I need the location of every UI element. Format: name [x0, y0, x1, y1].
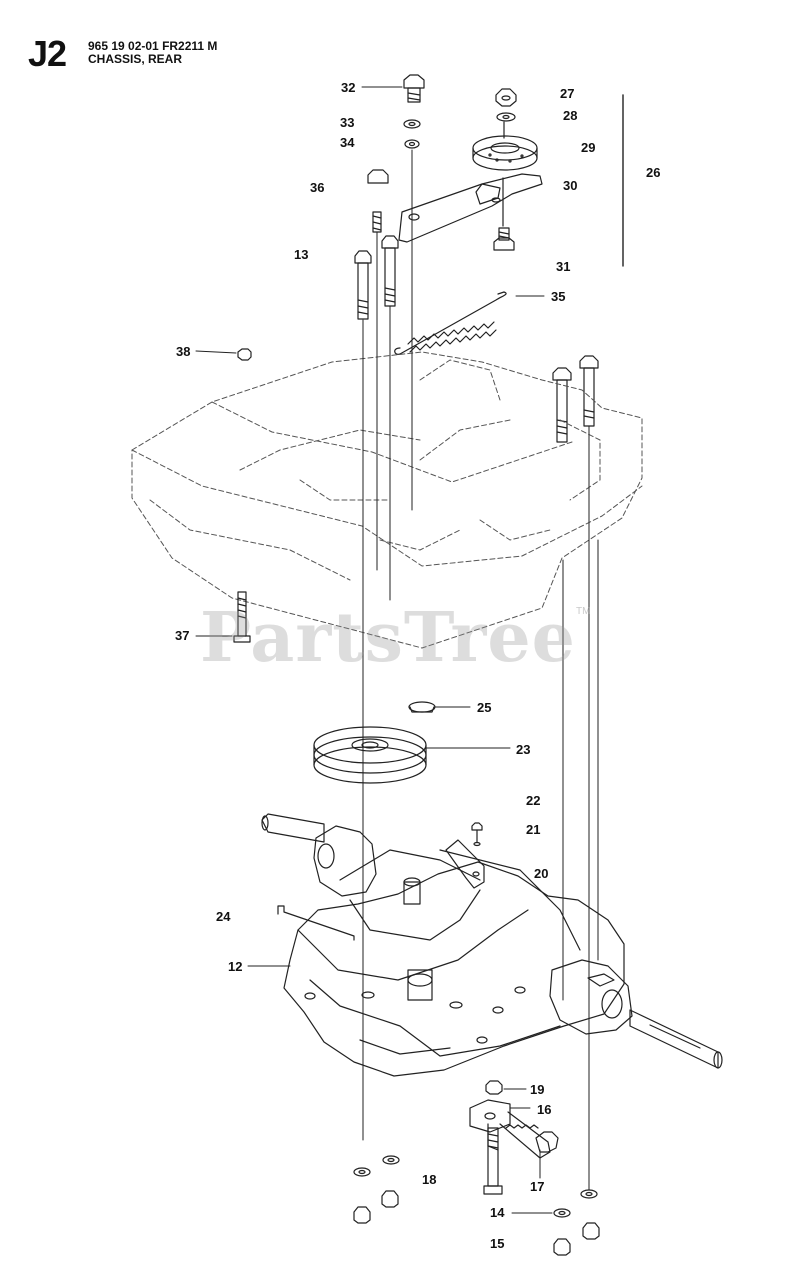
callout-15: 15 — [490, 1236, 505, 1251]
callout-35: 35 — [551, 289, 566, 304]
callout-21: 21 — [526, 822, 541, 837]
spring-35 — [394, 291, 507, 355]
bolt-36 — [367, 169, 389, 233]
callout-30: 30 — [563, 178, 578, 193]
part-24 — [277, 905, 355, 941]
callout-17: 17 — [530, 1179, 545, 1194]
callout-27: 27 — [560, 86, 575, 101]
alignment-lines — [362, 149, 599, 1191]
bolt-vertical-lower — [483, 1127, 503, 1195]
callout-25: 25 — [477, 700, 492, 715]
callout-28: 28 — [563, 108, 578, 123]
parts-16-17-19 — [469, 1080, 559, 1159]
callout-38: 38 — [176, 344, 191, 359]
callout-12: 12 — [228, 959, 243, 974]
watermark: PartsTree — [200, 598, 576, 678]
watermark-trademark: TM — [576, 606, 591, 617]
rear-chassis-frame — [131, 351, 643, 649]
nut-38 — [237, 348, 252, 361]
callout-37: 37 — [175, 628, 190, 643]
bolt-37 — [233, 591, 251, 643]
callout-34: 34 — [340, 135, 355, 150]
callout-36: 36 — [310, 180, 325, 195]
callout-32: 32 — [341, 80, 356, 95]
diagram-code: J2 — [28, 33, 67, 74]
callout-31: 31 — [556, 259, 571, 274]
callout-29: 29 — [581, 140, 596, 155]
callout-19: 19 — [530, 1082, 545, 1097]
callout-26: 26 — [646, 165, 661, 180]
callout-16: 16 — [537, 1102, 552, 1117]
diagram-title: CHASSIS, REAR — [88, 52, 183, 66]
idler-arm-assembly — [398, 74, 543, 251]
callout-33: 33 — [340, 115, 355, 130]
clip-25 — [408, 701, 436, 713]
diagram-part-number: 965 19 02-01 FR2211 M — [88, 39, 218, 53]
callout-18: 18 — [422, 1172, 437, 1187]
bracket-20-21-22 — [445, 822, 485, 889]
nuts-washers-14-15-18 — [353, 1155, 600, 1256]
pulley-23 — [313, 726, 427, 784]
callout-22: 22 — [526, 793, 541, 808]
callout-14: 14 — [490, 1205, 505, 1220]
callout-23: 23 — [516, 742, 531, 757]
chassis-bolts-right — [552, 355, 599, 443]
callout-13: 13 — [294, 247, 309, 262]
leader-lines — [195, 86, 553, 1214]
callout-24: 24 — [216, 909, 231, 924]
callout-20: 20 — [534, 866, 549, 881]
transaxle-12 — [261, 813, 723, 1077]
